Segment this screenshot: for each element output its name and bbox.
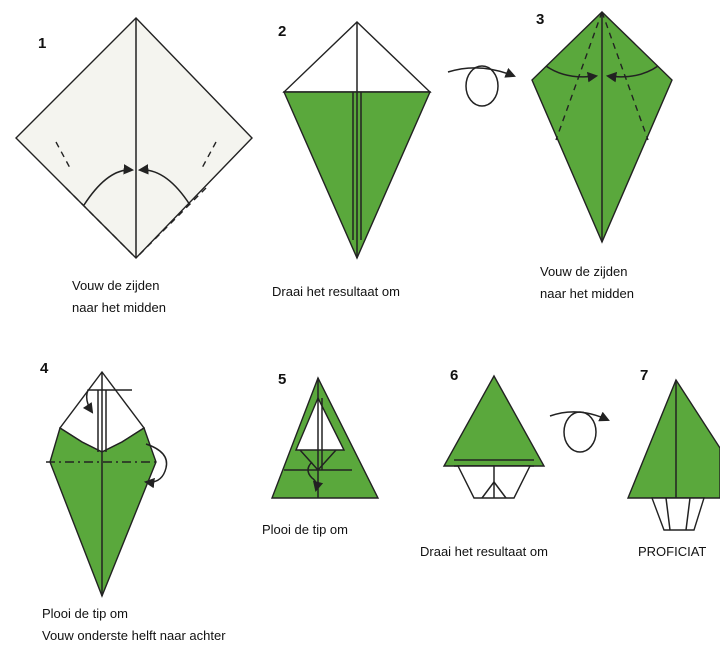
step-6: 6 Draai het resultaat om [420,367,548,559]
step-6-number: 6 [450,367,458,384]
step-3: 3 Vouw de zijden naar het midden [531,11,673,301]
step-5-tip-arrow [307,461,324,493]
step-5-white-window [294,396,346,451]
step-4-caption-line-1: Plooi de tip om [42,606,128,621]
step-1-right-fold-line [135,187,207,259]
step-3-right-fold-line [601,11,649,141]
step-4: 4 Plooi de tip om Vouw onderste helft na… [40,360,226,643]
step-5: 5 Plooi de tip om [262,371,380,537]
turn-over-arrow-icon [447,65,516,107]
step-1: 1 Vouw de zijden naar het midden [15,17,253,315]
step-2-caption: Draai het resultaat om [272,284,400,299]
step-6-green-tree [442,374,546,467]
step-3-left-fold-line [555,11,603,141]
step-3-number: 3 [536,11,544,28]
step-1-square-paper [15,17,253,259]
turn-over-arrow-icon [549,411,610,453]
step-4-back-fold-arrow [143,443,168,489]
step-4-green-body [49,426,157,598]
step-7-caption: PROFICIAT [638,544,706,559]
step-1-caption-line-2: naar het midden [72,300,166,315]
step-7-number: 7 [640,367,648,384]
step-5-number: 5 [278,371,286,388]
step-4-caption-line-2: Vouw onderste helft naar achter [42,628,226,643]
step-3-caption-line-1: Vouw de zijden [540,264,627,279]
step-1-fold-arrow-left [83,164,135,206]
step-1-fold-arrow-right [137,164,191,206]
step-1-left-fold-line [65,187,137,259]
step-3-fold-arrow-left [545,65,599,83]
step-4-tip-arrow [82,389,132,414]
step-1-number: 1 [38,35,46,52]
step-7-green-tree [626,378,720,499]
step-4-number: 4 [40,360,49,377]
step-1-caption-line-1: Vouw de zijden [72,278,159,293]
step-5-caption: Plooi de tip om [262,522,348,537]
step-3-caption-line-2: naar het midden [540,286,634,301]
step-3-fold-arrow-right [605,65,659,83]
step-2: 2 Draai het resultaat om [272,21,432,299]
step-6-caption: Draai het resultaat om [420,544,548,559]
step-2-number: 2 [278,23,286,40]
step-7: 7 PROFICIAT [626,367,720,559]
step-7-trunk [650,497,705,531]
